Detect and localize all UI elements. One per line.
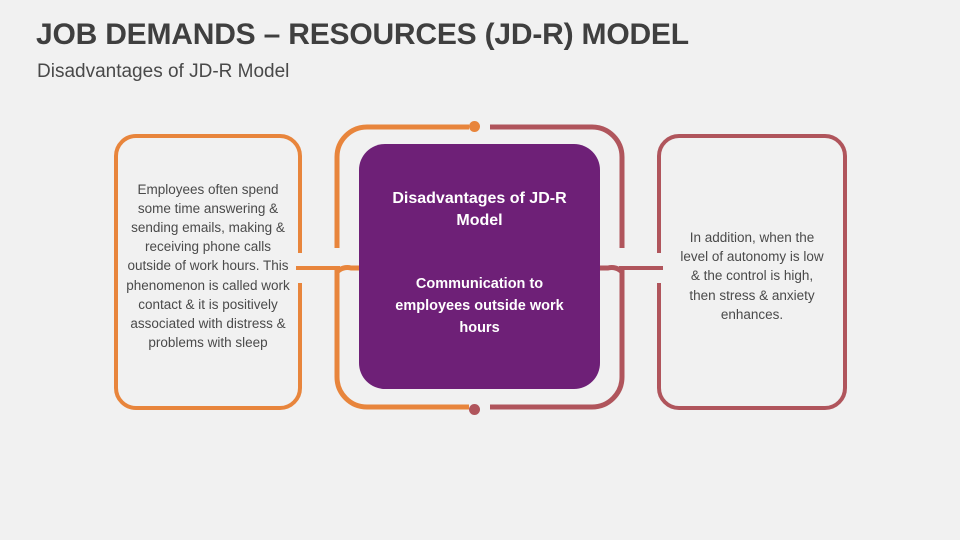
connector-right (619, 266, 663, 270)
info-card-right[interactable]: In addition, when the level of autonomy … (657, 134, 847, 410)
center-panel[interactable]: Disadvantages of JD-R Model Communicatio… (359, 144, 600, 389)
center-panel-body: Communication to employees outside work … (395, 276, 564, 336)
ring-junction-dot-bottom (469, 404, 480, 415)
ring-left-elbow (335, 265, 370, 274)
page-subtitle: Disadvantages of JD-R Model (37, 61, 290, 82)
info-card-right-text: In addition, when the level of autonomy … (680, 230, 824, 322)
connector-left (296, 266, 340, 270)
info-card-left[interactable]: Employees often spend some time answerin… (114, 134, 302, 410)
ring-left-break-mask (330, 248, 346, 270)
ring-junction-dot-top (469, 121, 480, 132)
ring-right-break-mask (613, 248, 629, 270)
center-panel-title: Disadvantages of JD-R Model (392, 190, 567, 230)
center-ring (330, 120, 629, 417)
info-card-left-text: Employees often spend some time answerin… (126, 181, 290, 351)
page-title: JOB DEMANDS – RESOURCES (JD-R) MODEL (36, 18, 689, 51)
ring-right-elbow (589, 265, 624, 274)
